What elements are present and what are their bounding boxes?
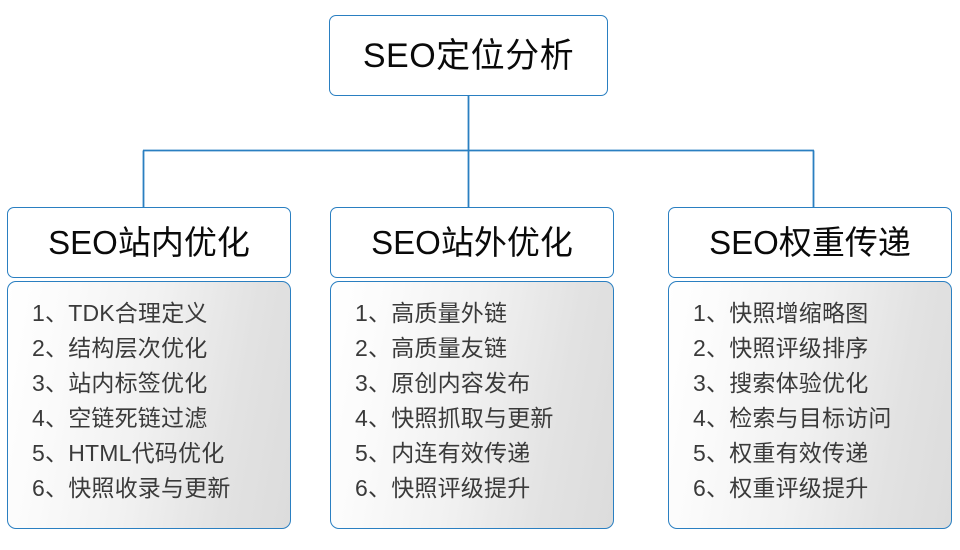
branch-column-seo-weight-transfer: SEO权重传递 1、快照增缩略图 2、快照评级排序 3、搜索体验优化 4、检索与…	[668, 207, 952, 529]
list-item-label: 1、快照增缩略图	[693, 300, 869, 326]
branch-item-list: 1、TDK合理定义 2、结构层次优化 3、站内标签优化 4、空链死链过滤 5、H…	[8, 296, 290, 506]
list-item[interactable]: 1、高质量外链	[355, 296, 613, 331]
list-item-label: 3、搜索体验优化	[693, 370, 869, 396]
branch-body-seo-offsite: 1、高质量外链 2、高质量友链 3、原创内容发布 4、快照抓取与更新 5、内连有…	[330, 281, 614, 529]
branch-item-list: 1、快照增缩略图 2、快照评级排序 3、搜索体验优化 4、检索与目标访问 5、权…	[669, 296, 951, 506]
list-item-label: 2、高质量友链	[355, 335, 508, 361]
list-item-label: 6、快照收录与更新	[32, 475, 231, 501]
list-item[interactable]: 2、结构层次优化	[32, 331, 290, 366]
branch-header-title: SEO站内优化	[48, 224, 250, 261]
root-node[interactable]: SEO定位分析	[329, 15, 608, 96]
list-item[interactable]: 2、高质量友链	[355, 331, 613, 366]
branch-item-list: 1、高质量外链 2、高质量友链 3、原创内容发布 4、快照抓取与更新 5、内连有…	[331, 296, 613, 506]
list-item-label: 4、空链死链过滤	[32, 405, 208, 431]
list-item-label: 5、内连有效传递	[355, 440, 531, 466]
list-item[interactable]: 4、检索与目标访问	[693, 401, 951, 436]
list-item[interactable]: 4、空链死链过滤	[32, 401, 290, 436]
branch-body-seo-weight-transfer: 1、快照增缩略图 2、快照评级排序 3、搜索体验优化 4、检索与目标访问 5、权…	[668, 281, 952, 529]
list-item-label: 6、权重评级提升	[693, 475, 869, 501]
list-item-label: 3、站内标签优化	[32, 370, 208, 396]
list-item-label: 6、快照评级提升	[355, 475, 531, 501]
list-item-label: 1、TDK合理定义	[32, 300, 208, 326]
list-item[interactable]: 6、权重评级提升	[693, 471, 951, 506]
branch-body-seo-onsite: 1、TDK合理定义 2、结构层次优化 3、站内标签优化 4、空链死链过滤 5、H…	[7, 281, 291, 529]
list-item[interactable]: 3、原创内容发布	[355, 366, 613, 401]
list-item-label: 4、快照抓取与更新	[355, 405, 554, 431]
list-item[interactable]: 6、快照评级提升	[355, 471, 613, 506]
list-item[interactable]: 5、内连有效传递	[355, 436, 613, 471]
branch-column-seo-offsite: SEO站外优化 1、高质量外链 2、高质量友链 3、原创内容发布 4、快照抓取与…	[330, 207, 614, 529]
branch-column-seo-onsite: SEO站内优化 1、TDK合理定义 2、结构层次优化 3、站内标签优化 4、空链…	[7, 207, 291, 529]
list-item-label: 3、原创内容发布	[355, 370, 531, 396]
branch-header-seo-onsite[interactable]: SEO站内优化	[7, 207, 291, 278]
list-item[interactable]: 2、快照评级排序	[693, 331, 951, 366]
list-item-label: 4、检索与目标访问	[693, 405, 892, 431]
list-item[interactable]: 1、快照增缩略图	[693, 296, 951, 331]
list-item[interactable]: 4、快照抓取与更新	[355, 401, 613, 436]
branch-header-seo-weight-transfer[interactable]: SEO权重传递	[668, 207, 952, 278]
list-item[interactable]: 5、HTML代码优化	[32, 436, 290, 471]
branch-header-title: SEO站外优化	[371, 224, 573, 261]
list-item[interactable]: 1、TDK合理定义	[32, 296, 290, 331]
list-item-label: 2、快照评级排序	[693, 335, 869, 361]
branch-header-seo-offsite[interactable]: SEO站外优化	[330, 207, 614, 278]
list-item-label: 5、HTML代码优化	[32, 440, 225, 466]
list-item-label: 2、结构层次优化	[32, 335, 208, 361]
list-item-label: 5、权重有效传递	[693, 440, 869, 466]
list-item[interactable]: 3、搜索体验优化	[693, 366, 951, 401]
branch-header-title: SEO权重传递	[709, 224, 911, 261]
root-node-title: SEO定位分析	[362, 36, 575, 75]
list-item[interactable]: 6、快照收录与更新	[32, 471, 290, 506]
list-item[interactable]: 3、站内标签优化	[32, 366, 290, 401]
list-item-label: 1、高质量外链	[355, 300, 508, 326]
list-item[interactable]: 5、权重有效传递	[693, 436, 951, 471]
